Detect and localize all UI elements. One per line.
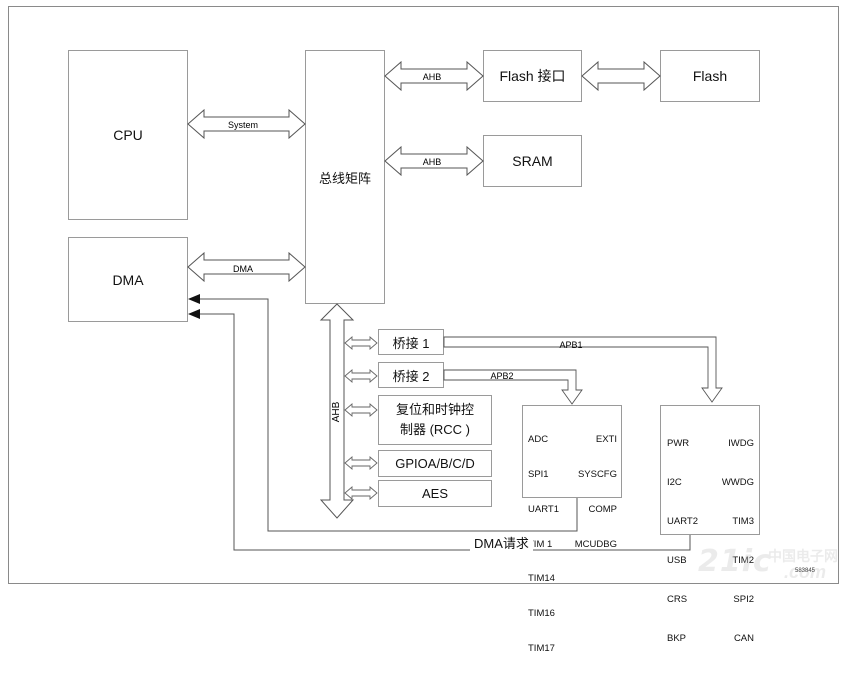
flash-block: Flash — [660, 50, 760, 102]
bus-matrix-label: 总线矩阵 — [318, 170, 371, 186]
figure-id: 583845 — [795, 568, 816, 574]
aes-label: AES — [421, 486, 448, 501]
bridge1-label: 桥接 1 — [392, 335, 430, 351]
ahb-branch-arrow — [344, 369, 378, 383]
apb1-peripheral: UART2 — [667, 516, 698, 527]
sram-block: SRAM — [483, 135, 582, 187]
dma-block: DMA — [68, 237, 188, 322]
dma-request-line-apb2 — [200, 298, 578, 532]
watermark-logo: 21ic 中国电子网 .com — [698, 540, 840, 586]
apb1-peripheral: USB — [667, 555, 687, 566]
cpu-label: CPU — [113, 127, 143, 143]
apb2-peripheral: SPI1 — [528, 468, 549, 480]
apb2-peripherals-block: ADC SPI1 UART1 TIM 1 TIM14 TIM16 TIM17 E… — [522, 405, 622, 654]
ahb-vertical-bus-label: AHB — [331, 401, 342, 422]
apb2-peripheral: ADC — [528, 434, 549, 446]
apb1-peripheral: BKP — [667, 633, 687, 644]
ahb-sram-bus-label: AHB — [423, 157, 442, 167]
flash-link-arrow — [581, 60, 661, 92]
flash-label: Flash — [692, 68, 728, 84]
ahb-flash-bus-arrow — [384, 60, 484, 92]
apb2-peripheral: TIM 1 — [528, 538, 553, 550]
gpio-label: GPIOA/B/C/D — [395, 456, 475, 471]
aes-block: AES — [378, 480, 492, 507]
apb1-peripheral: TIM2 — [732, 555, 754, 566]
apb1-peripheral: TIM3 — [732, 516, 754, 527]
dma-request-line-apb1 — [200, 313, 691, 551]
apb2-peripheral: MCUDBG — [574, 538, 617, 550]
ahb-flash-bus-label: AHB — [423, 72, 442, 82]
apb2-peripheral: SYSCFG — [577, 468, 617, 480]
apb1-peripheral: PWR — [667, 438, 690, 449]
apb2-peripheral: UART1 — [528, 503, 559, 515]
system-bus-arrow — [187, 108, 306, 140]
apb2-peripheral: COMP — [588, 503, 618, 515]
apb2-peripheral: TIM14 — [528, 573, 555, 585]
cpu-block: CPU — [68, 50, 188, 220]
sram-label: SRAM — [512, 153, 553, 169]
apb1-peripheral: IWDG — [728, 438, 754, 449]
apb2-peripheral: TIM16 — [528, 608, 555, 620]
watermark-cn: 中国电子网 — [768, 548, 838, 564]
apb1-bus-label: APB1 — [559, 340, 582, 350]
rcc-label-line1: 复位和时钟控 — [395, 402, 474, 417]
diagram-frame — [8, 6, 839, 584]
apb2-peripherals-right: EXTI SYSCFG COMP MCUDBG — [575, 411, 617, 573]
watermark-brand: 21ic — [698, 544, 772, 579]
dma-request-label: DMA请求 — [470, 533, 533, 552]
apb2-bus-arrow — [443, 369, 583, 405]
apb2-peripheral: EXTI — [595, 434, 617, 446]
rcc-block: 复位和时钟控 制器 (RCC ) — [378, 395, 492, 445]
apb1-peripheral: SPI2 — [733, 594, 754, 605]
bridge1-block: 桥接 1 — [378, 329, 444, 355]
dma-bus-label: DMA — [233, 264, 253, 274]
dma-bus-arrow — [187, 251, 306, 283]
dma-request-arrowhead — [188, 294, 200, 304]
connector-layer: System DMA AHB AHB AHB APB1 APB2 — [187, 60, 723, 551]
bridge2-label: 桥接 2 — [392, 368, 430, 384]
gpio-block: GPIOA/B/C/D — [378, 450, 492, 477]
system-bus-label: System — [228, 120, 258, 130]
apb1-peripheral: I2C — [667, 477, 682, 488]
watermark-site: .com — [784, 562, 827, 582]
ahb-branch-arrow — [344, 456, 378, 470]
bus-matrix-block: 总线矩阵 — [305, 50, 385, 304]
dma-request-arrowhead — [188, 309, 200, 319]
apb1-peripheral: CAN — [733, 633, 754, 644]
ahb-branch-arrow — [344, 336, 378, 350]
dma-label: DMA — [112, 271, 144, 288]
apb2-peripheral: TIM17 — [528, 642, 555, 654]
apb1-peripheral: WWDG — [721, 477, 754, 488]
ahb-branch-arrow — [344, 403, 378, 417]
apb1-bus-arrow — [443, 336, 723, 403]
ahb-branch-arrow — [344, 486, 378, 500]
apb1-peripheral: CRS — [667, 594, 688, 605]
rcc-label-line2: 制器 (RCC ) — [399, 422, 471, 437]
ahb-sram-bus-arrow — [384, 145, 484, 177]
bridge2-block: 桥接 2 — [378, 362, 444, 388]
ahb-branch-arrows — [344, 336, 378, 500]
ahb-vertical-bus-arrow — [319, 303, 355, 519]
flash-interface-label: Flash 接口 — [499, 68, 566, 84]
apb2-bus-label: APB2 — [490, 371, 513, 381]
